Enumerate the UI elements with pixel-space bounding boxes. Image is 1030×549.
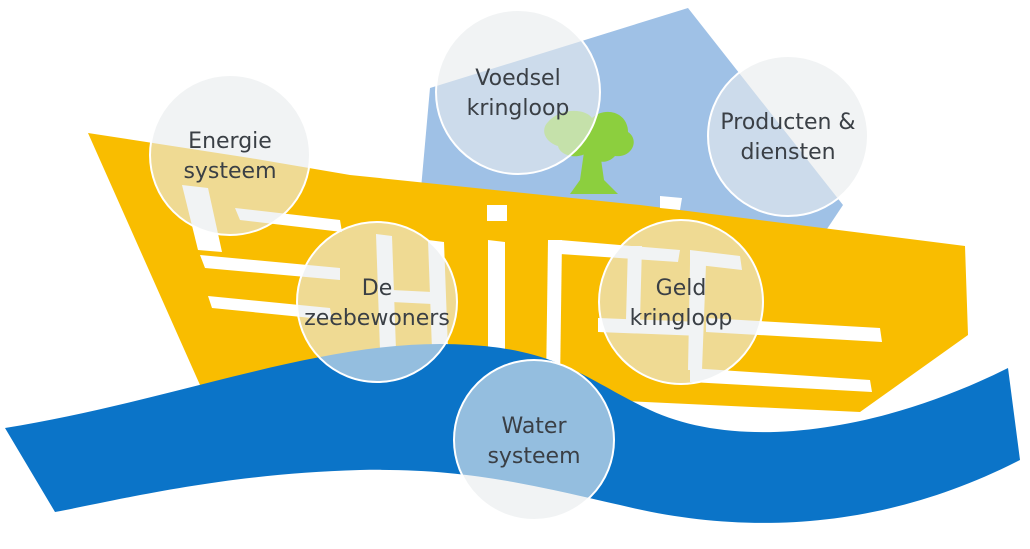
circle-voedsel-shape	[435, 9, 601, 175]
circle-water: Water systeem	[453, 359, 615, 521]
circle-voedsel: Voedsel kringloop	[435, 9, 601, 175]
circle-geld: Geld kringloop	[598, 219, 764, 385]
circle-voedsel-label-1: kringloop	[467, 96, 570, 121]
circle-zeebewoners: De zeebewoners	[296, 221, 458, 383]
circle-voedsel-label-0: Voedsel	[475, 66, 560, 91]
circle-producten: Producten & diensten	[707, 55, 869, 217]
circle-energie-label-0: Energie	[188, 129, 272, 154]
circle-zeebewoners-shape	[296, 221, 458, 383]
circle-water-label-0: Water	[501, 414, 567, 439]
circle-zeebewoners-label-0: De	[362, 276, 392, 301]
circle-water-shape	[453, 359, 615, 521]
circle-producten-label-1: diensten	[740, 140, 835, 165]
circle-water-label-1: systeem	[487, 444, 580, 469]
circle-energie-shape	[149, 74, 311, 236]
circle-geld-label-1: kringloop	[630, 306, 733, 331]
circle-geld-shape	[598, 219, 764, 385]
circle-energie: Energie systeem	[149, 74, 311, 236]
circle-geld-label-0: Geld	[656, 276, 707, 301]
circle-energie-label-1: systeem	[183, 159, 276, 184]
circle-producten-label-0: Producten &	[720, 110, 855, 135]
circle-producten-shape	[707, 55, 869, 217]
circles-layer: EnergiesysteemVoedselkringloopProducten …	[149, 9, 869, 521]
circle-zeebewoners-label-1: zeebewoners	[304, 306, 450, 331]
